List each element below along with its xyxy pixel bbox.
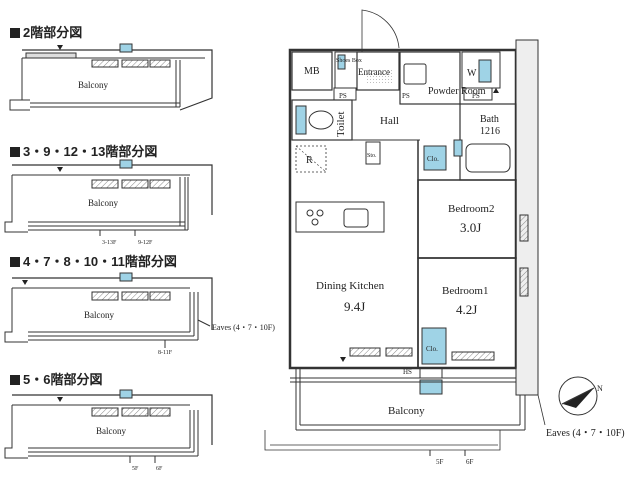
shoes-box-label: Shoes Box bbox=[336, 58, 362, 64]
r-label: R bbox=[306, 155, 313, 166]
section-title-5f: 5・6階部分図 bbox=[10, 369, 102, 388]
balcony-label-4f: Balcony bbox=[84, 310, 114, 320]
entrance-label: Entrance bbox=[358, 67, 390, 77]
ps-right-label: PS bbox=[472, 92, 480, 100]
clo-bottom-label: Clo. bbox=[426, 345, 438, 353]
clo-top-label: Clo. bbox=[427, 155, 439, 163]
hs-label: HS bbox=[403, 368, 412, 376]
eaves-label-main: Eaves (4・7・10F) bbox=[546, 428, 625, 439]
note-6f: 6F bbox=[156, 466, 163, 472]
floor-6f-label: 6F bbox=[466, 458, 474, 466]
balcony-label-main: Balcony bbox=[388, 405, 425, 417]
bedroom2-size: 3.0J bbox=[460, 220, 481, 235]
ps-mid-label: PS bbox=[402, 92, 410, 100]
floor-5f-label: 5F bbox=[436, 458, 444, 466]
balcony-label-2f: Balcony bbox=[78, 80, 108, 90]
main-plan-walls bbox=[264, 9, 546, 456]
bedroom1-label: Bedroom1 bbox=[442, 285, 488, 297]
dining-kitchen-label: Dining Kitchen bbox=[316, 280, 385, 292]
note-3-13f: 3-13F bbox=[102, 240, 117, 246]
compass-n-label: N bbox=[597, 384, 603, 393]
note-5f: 5F bbox=[132, 466, 139, 472]
balcony-label-5f: Balcony bbox=[96, 426, 126, 436]
partial-view-3f bbox=[4, 159, 213, 236]
toilet-label: Toilet bbox=[335, 111, 347, 137]
mb-label: MB bbox=[304, 66, 320, 77]
bedroom2-label: Bedroom2 bbox=[448, 203, 494, 215]
ps-left-label: PS bbox=[339, 92, 347, 100]
note-8-11f: 8-11F bbox=[158, 350, 173, 356]
bedroom1-size: 4.2J bbox=[456, 302, 477, 317]
compass bbox=[558, 376, 598, 416]
eaves-label-4f: Eaves (4・7・10F) bbox=[212, 323, 275, 332]
partial-view-2f bbox=[9, 43, 213, 111]
section-title-4f: 4・7・8・10・11階部分図 bbox=[10, 251, 177, 270]
hall-label: Hall bbox=[380, 115, 399, 127]
section-title-2f: 2階部分図 bbox=[10, 22, 82, 41]
bath-size-label: 1216 bbox=[480, 126, 500, 137]
bath-label: Bath bbox=[480, 114, 499, 125]
sto-label: Sto. bbox=[367, 153, 377, 159]
balcony-label-3f: Balcony bbox=[88, 198, 118, 208]
partial-view-4f bbox=[4, 272, 213, 348]
w-label: W bbox=[467, 68, 477, 79]
note-9-12f: 9-12F bbox=[138, 240, 153, 246]
section-title-3f: 3・9・12・13階部分図 bbox=[10, 141, 157, 160]
powder-room-label: Powder Room bbox=[428, 86, 486, 97]
partial-view-5f bbox=[4, 389, 213, 463]
dining-kitchen-size: 9.4J bbox=[344, 299, 365, 314]
